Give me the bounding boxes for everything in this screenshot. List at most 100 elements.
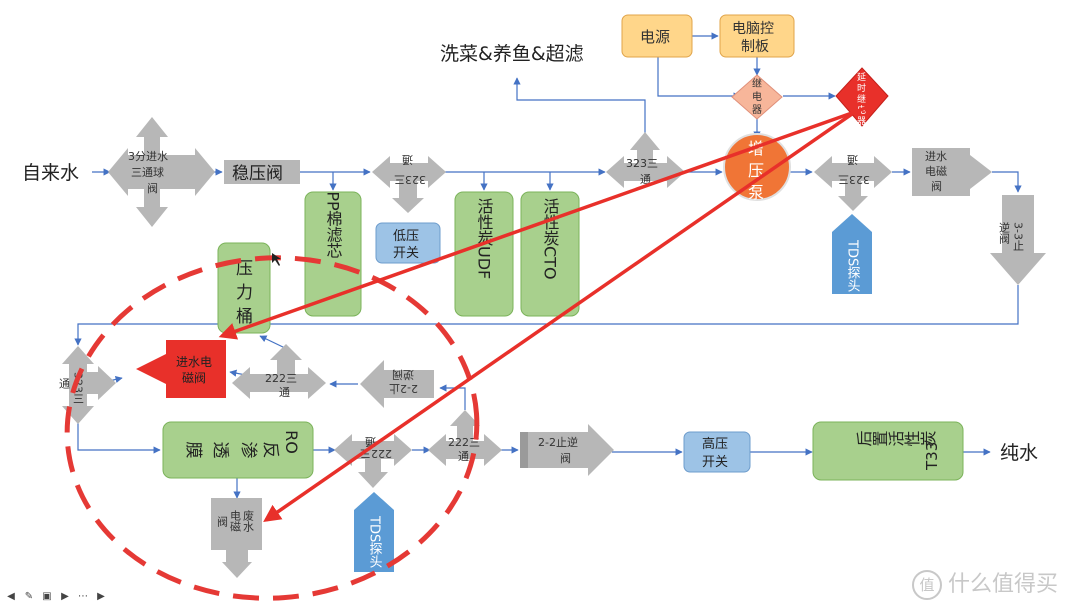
prev-slide-icon[interactable]: ◀ <box>7 591 15 602</box>
svg-text:膜: 膜 <box>183 442 203 459</box>
carbon-udf-filter: 活性炭UDF <box>454 191 514 317</box>
svg-text:323三: 323三 <box>626 157 658 170</box>
inlet-ball-valve: 3分进水 三通球 阀 <box>108 117 215 227</box>
ro-membrane: RO 反 渗 透 膜 <box>162 421 314 479</box>
svg-text:反: 反 <box>260 442 280 459</box>
svg-text:3分进水: 3分进水 <box>128 150 168 163</box>
svg-text:力: 力 <box>236 283 253 303</box>
svg-text:阀: 阀 <box>560 451 571 465</box>
svg-text:电脑控: 电脑控 <box>732 21 774 37</box>
svg-text:时: 时 <box>857 82 866 94</box>
check-valve-2-2-bottom: 2-2止逆 阀 <box>520 424 614 476</box>
captions-icon[interactable]: ▣ <box>42 591 52 602</box>
svg-text:继: 继 <box>857 93 866 105</box>
svg-text:2-2止: 2-2止 <box>389 382 418 395</box>
svg-text:制板: 制板 <box>741 39 769 55</box>
waste-solenoid-valve: 废水 电磁 阀 <box>211 498 262 578</box>
svg-text:阀: 阀 <box>931 179 942 193</box>
svg-text:三通球: 三通球 <box>131 165 164 179</box>
svg-text:T33: T33 <box>923 442 941 471</box>
highlight-dashed-ellipse <box>64 255 480 601</box>
red-annotation-arrows <box>218 106 867 522</box>
camera-icon[interactable]: ▶ <box>61 591 69 602</box>
pen-icon[interactable]: ✎ <box>24 591 34 602</box>
svg-text:323三: 323三 <box>394 173 426 186</box>
mouse-cursor-icon <box>272 253 281 266</box>
svg-text:废水: 废水 <box>242 509 255 532</box>
svg-text:后置活性炭: 后置活性炭 <box>856 431 936 450</box>
svg-text:透: 透 <box>210 442 230 459</box>
high-pressure-switch: 高压 开关 <box>683 431 751 473</box>
svg-text:器: 器 <box>857 116 866 127</box>
inlet-solenoid-valve-top: 进水 电磁 阀 <box>912 148 992 196</box>
svg-text:电源: 电源 <box>640 28 670 46</box>
svg-text:222三: 222三 <box>448 436 480 449</box>
svg-text:电磁: 电磁 <box>229 510 242 532</box>
svg-text:逆阀: 逆阀 <box>998 221 1011 245</box>
tds-probe-top: TDS探头 <box>832 214 872 294</box>
tee-222-b: 222三 通 <box>334 434 412 488</box>
tee-323-b: 323三 通 <box>606 132 685 188</box>
svg-text:323三: 323三 <box>838 173 870 186</box>
svg-text:桶: 桶 <box>236 307 253 327</box>
svg-text:开关: 开关 <box>702 455 728 470</box>
svg-text:通: 通 <box>58 378 71 389</box>
tee-222-a: 222三 通 <box>232 344 326 399</box>
svg-text:渗: 渗 <box>238 442 258 459</box>
svg-text:泵: 泵 <box>748 183 764 202</box>
next-slide-icon[interactable]: ▶ <box>97 591 105 602</box>
svg-text:进水电: 进水电 <box>176 355 212 369</box>
booster-pump: 增 压 泵 <box>723 133 791 202</box>
red-inlet-solenoid-valve: 进水电 磁阀 <box>136 340 226 398</box>
svg-text:通: 通 <box>365 435 376 448</box>
svg-text:活性炭UDF: 活性炭UDF <box>475 198 494 279</box>
svg-text:TDS探头: TDS探头 <box>367 515 383 569</box>
tee-323-a: 323三 通 <box>372 153 446 213</box>
watermark: 值什么值得买 <box>912 566 1058 600</box>
svg-text:通: 通 <box>640 173 651 186</box>
svg-text:PP棉滤芯: PP棉滤芯 <box>324 191 343 258</box>
svg-text:磁阀: 磁阀 <box>182 370 206 385</box>
post-carbon-filter: 后置活性炭 T33 <box>812 421 964 481</box>
svg-text:通: 通 <box>847 153 858 166</box>
tee-323-c: 323三 通 <box>814 153 892 211</box>
pressure-stabilizer-valve: 稳压阀 <box>224 160 300 184</box>
svg-text:通: 通 <box>458 450 469 463</box>
tee-222-c: 222三 通 <box>428 410 502 466</box>
svg-text:TDS探头: TDS探头 <box>845 239 861 293</box>
pure-water-label: 纯水 <box>1000 442 1038 464</box>
svg-text:器: 器 <box>752 104 762 116</box>
svg-text:电磁: 电磁 <box>925 165 947 178</box>
wash-label: 洗菜&养鱼&超滤 <box>440 43 584 65</box>
tap-water-label: 自来水 <box>22 162 79 184</box>
pressure-tank: 压 力 桶 <box>217 242 271 334</box>
svg-text:开关: 开关 <box>393 246 419 261</box>
carbon-cto-filter: 活性炭CTO <box>520 191 580 317</box>
svg-text:压: 压 <box>748 161 764 180</box>
more-icon[interactable]: ⋯ <box>78 591 88 602</box>
svg-text:电: 电 <box>752 90 762 103</box>
svg-text:进水: 进水 <box>925 150 947 163</box>
svg-text:2-2止逆: 2-2止逆 <box>538 435 578 449</box>
svg-text:继: 继 <box>752 77 762 90</box>
low-pressure-switch: 低压 开关 <box>375 222 441 264</box>
svg-text:低压: 低压 <box>393 229 419 244</box>
svg-text:222三: 222三 <box>265 372 297 385</box>
pp-cotton-filter: PP棉滤芯 <box>304 191 362 317</box>
check-valve-3-3: 3-3止 逆阀 <box>990 195 1046 285</box>
svg-text:高压: 高压 <box>702 436 728 452</box>
watermark-logo-icon: 值 <box>912 570 942 600</box>
svg-text:逆阀: 逆阀 <box>392 368 414 382</box>
relay-diamond: 继 电 器 <box>731 74 783 120</box>
svg-text:通: 通 <box>279 386 290 399</box>
tds-probe-bottom: TDS探头 <box>354 492 394 572</box>
control-board-box: 电脑控 制板 <box>719 14 795 58</box>
watermark-text: 什么值得买 <box>948 572 1059 597</box>
svg-text:3-3止: 3-3止 <box>1012 222 1025 251</box>
svg-text:RO: RO <box>282 430 301 454</box>
svg-text:延: 延 <box>857 71 866 83</box>
svg-text:阀: 阀 <box>216 515 229 528</box>
svg-text:压: 压 <box>236 259 253 279</box>
svg-text:通: 通 <box>402 153 413 166</box>
